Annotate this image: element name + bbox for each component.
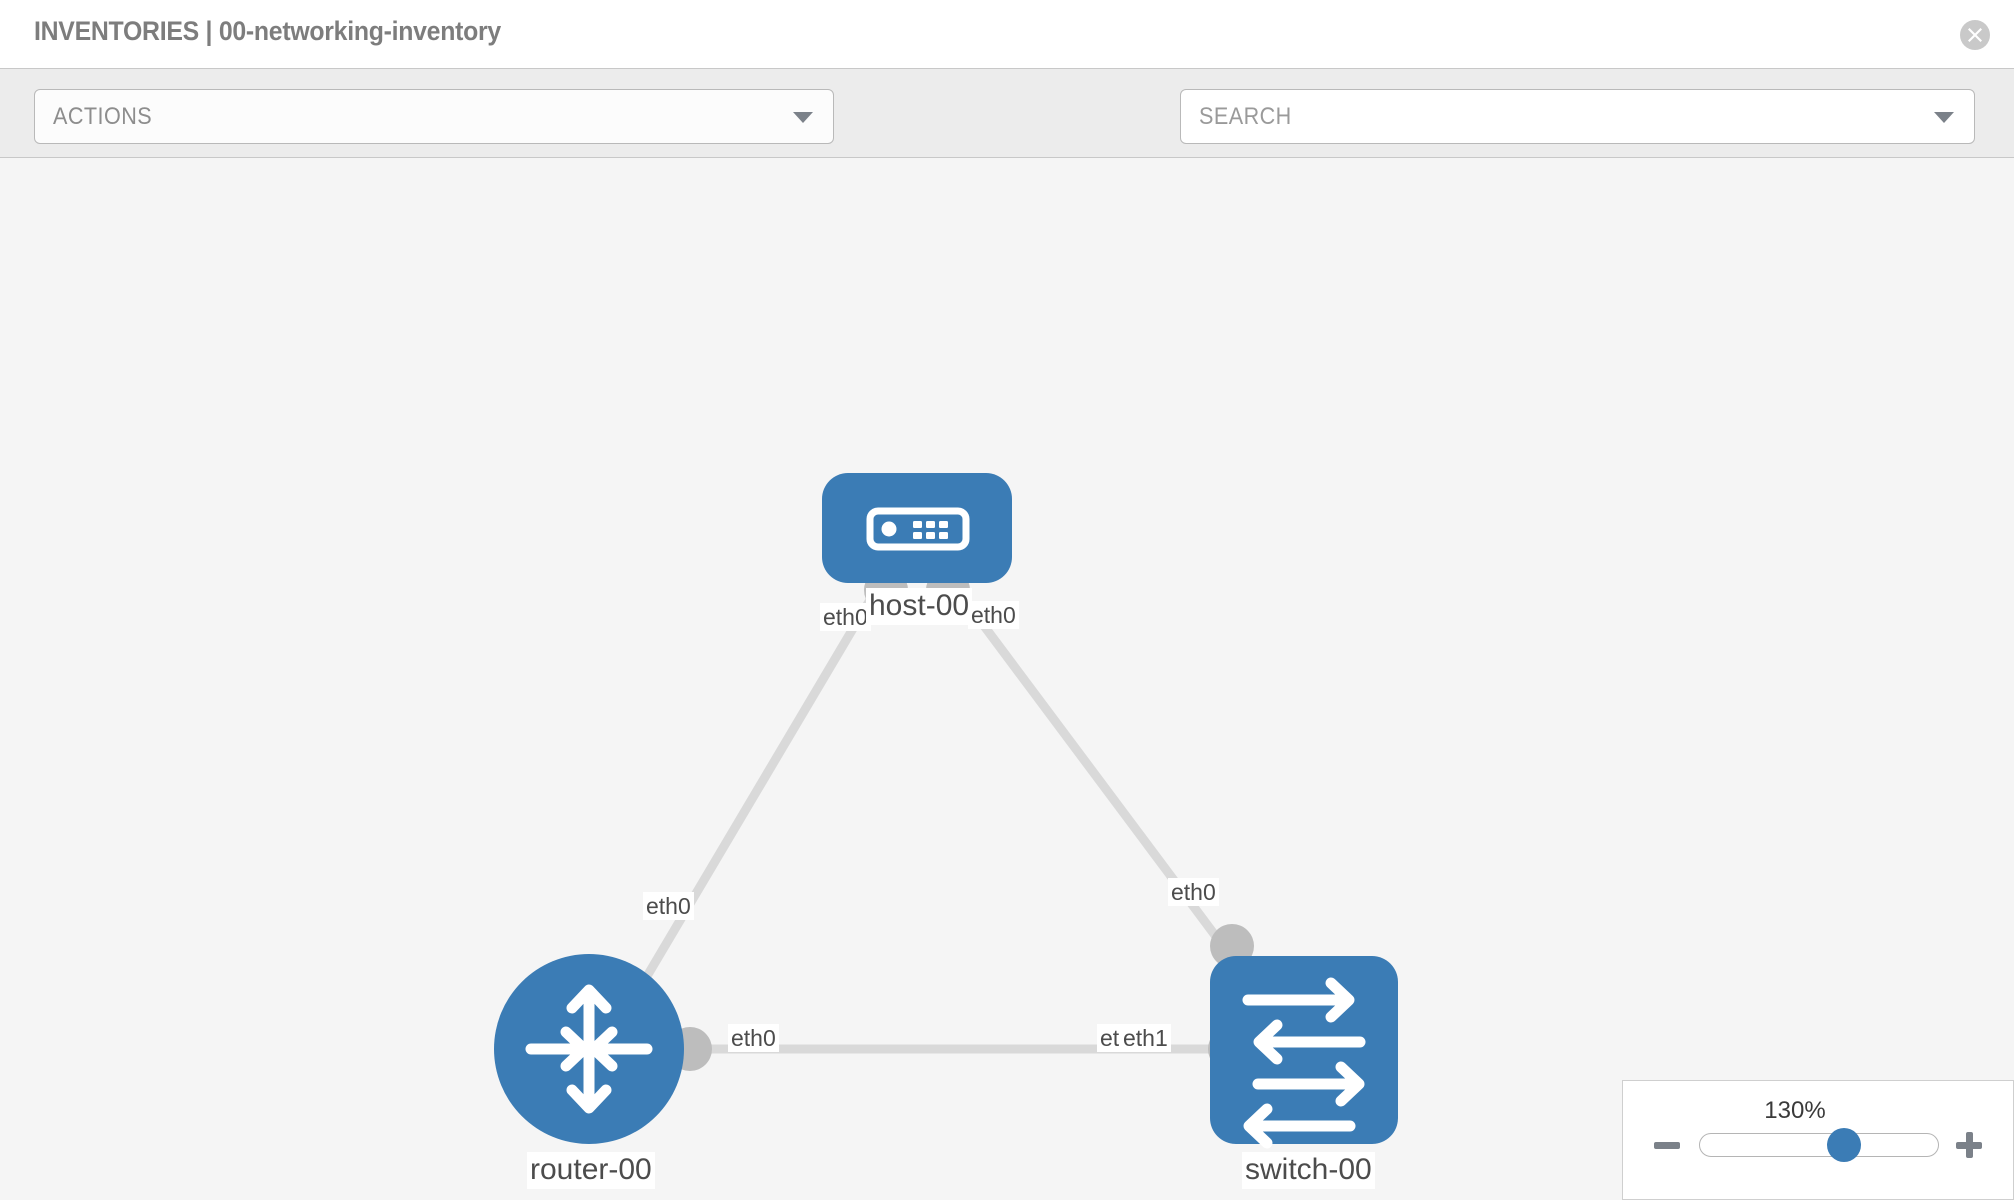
zoom-slider-thumb[interactable]: [1827, 1128, 1861, 1162]
search-input[interactable]: SEARCH: [1180, 89, 1975, 144]
minus-icon: [1654, 1142, 1680, 1149]
chevron-down-icon: [1934, 111, 1954, 123]
plus-icon-vertical: [1966, 1132, 1973, 1158]
actions-dropdown[interactable]: ACTIONS: [34, 89, 834, 144]
zoom-slider[interactable]: [1699, 1128, 1939, 1162]
router-four-arrows-icon: [525, 984, 653, 1114]
topology-graph: [494, 473, 1398, 1149]
zoom-percent-label: 130%: [1764, 1097, 1826, 1124]
topology-ports: [668, 568, 1254, 1071]
interface-label: eth0: [968, 601, 1019, 630]
zoom-out-button[interactable]: [1651, 1129, 1683, 1161]
interface-label: eth0: [643, 892, 694, 921]
node-label-router: router-00: [527, 1152, 655, 1189]
node-router-00[interactable]: [494, 954, 684, 1144]
interface-label: eth0: [820, 603, 871, 632]
interface-label: eth0: [728, 1024, 779, 1053]
chevron-down-icon: [793, 111, 813, 123]
page-title: INVENTORIES | 00-networking-inventory: [34, 16, 501, 46]
interface-label: eth1: [1120, 1024, 1171, 1053]
node-switch-00[interactable]: [1210, 956, 1398, 1149]
close-icon[interactable]: [1960, 20, 1990, 50]
node-label-switch: switch-00: [1242, 1152, 1375, 1189]
link-host00-router00: [636, 580, 884, 991]
inventory-toolbar: ACTIONS SEARCH: [0, 68, 2014, 204]
topology-canvas[interactable]: eth0 eth0 eth0 eth0 eth0 eth1 eth0 host-…: [0, 158, 2014, 1200]
node-host-00[interactable]: [822, 473, 1012, 583]
zoom-control-panel: 130%: [1622, 1080, 2014, 1200]
topology-links: [636, 580, 1236, 1054]
server-device-icon: [866, 507, 970, 551]
switch-exchange-arrows-icon: [1242, 977, 1366, 1149]
window-header: INVENTORIES | 00-networking-inventory: [0, 0, 2014, 68]
interface-label: eth0: [1168, 878, 1219, 907]
node-label-host: host-00: [866, 588, 973, 625]
search-placeholder: SEARCH: [1199, 103, 1292, 130]
actions-dropdown-label: ACTIONS: [53, 103, 153, 130]
zoom-in-button[interactable]: [1953, 1129, 1985, 1161]
